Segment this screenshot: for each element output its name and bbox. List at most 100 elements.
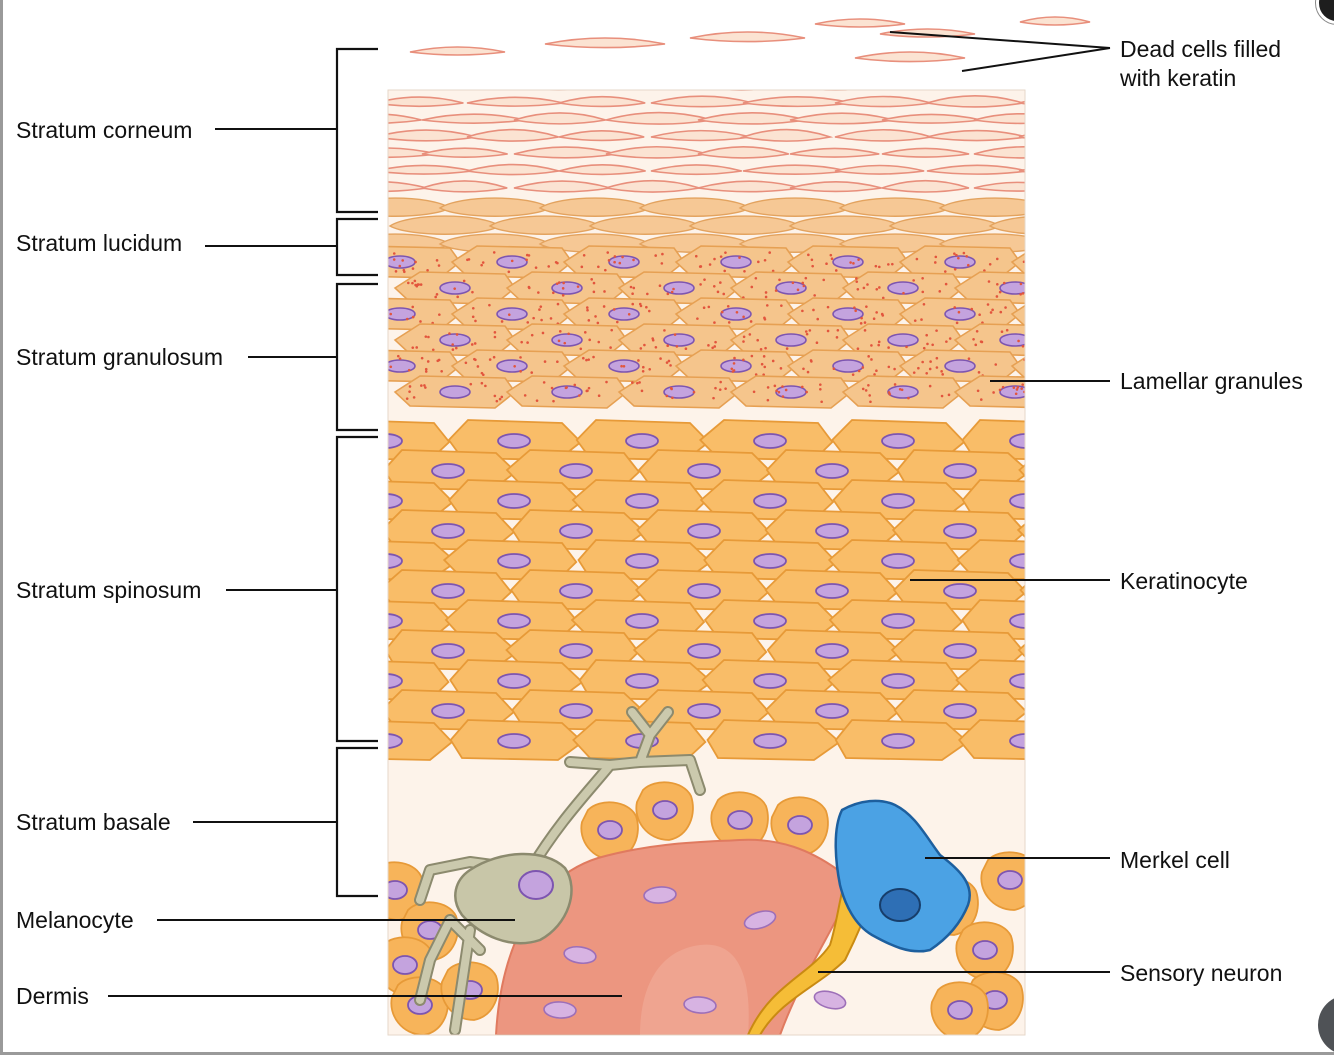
lamellar-granule (645, 306, 648, 309)
lamellar-granule (411, 282, 414, 285)
lamellar-granule (1082, 306, 1085, 309)
lamellar-granule (452, 348, 455, 351)
cell-nucleus (1112, 334, 1142, 346)
lamellar-granule (801, 282, 804, 285)
lamellar-granule (860, 317, 863, 320)
cell-nucleus (888, 334, 918, 346)
lamellar-granule (436, 359, 439, 362)
lamellar-granule (562, 287, 565, 290)
lamellar-granule (1144, 289, 1147, 292)
lamellar-granule (448, 332, 451, 335)
label-melanocyte: Melanocyte (16, 906, 134, 934)
lamellar-granule (1104, 266, 1107, 269)
lamellar-granule (693, 391, 696, 394)
lamellar-granule (888, 391, 891, 394)
lamellar-granule (661, 262, 664, 265)
lamellar-granule (1114, 391, 1117, 394)
lamellar-granule (588, 387, 591, 390)
dead-cell (375, 63, 474, 73)
lamellar-granule (765, 296, 768, 299)
lamellar-granule (753, 390, 756, 393)
lamellar-granule (816, 341, 819, 344)
lamellar-granule (888, 366, 891, 369)
lamellar-granule (782, 395, 785, 398)
lamellar-granule (1082, 252, 1085, 255)
lamellar-granule (955, 254, 958, 257)
granulosum-cell (1012, 298, 1132, 330)
lamellar-granule (812, 309, 815, 312)
lamellar-granule (696, 317, 699, 320)
lamellar-granule (1114, 318, 1117, 321)
lamellar-granule (676, 345, 679, 348)
lamellar-granule (764, 347, 767, 350)
lamellar-granule (358, 315, 361, 318)
cell-nucleus (664, 282, 694, 294)
lamellar-granule (414, 280, 417, 283)
lamellar-granule (992, 391, 995, 394)
lamellar-granule (526, 321, 529, 324)
lamellar-granule (663, 329, 666, 332)
cell-nucleus (721, 308, 751, 320)
lamellar-granule (590, 278, 593, 281)
cell-nucleus (1010, 554, 1042, 568)
lamellar-granule (1103, 271, 1106, 274)
cell-nucleus (1072, 644, 1104, 658)
lamellar-granule (642, 366, 645, 369)
lamellar-granule (494, 395, 497, 398)
lamellar-granule (1165, 344, 1168, 347)
stratum-corneum-layer (330, 45, 1172, 192)
cell-nucleus (882, 674, 914, 688)
cell-nucleus (432, 644, 464, 658)
lamellar-granule (860, 322, 863, 325)
granulosum-cell (1067, 324, 1187, 356)
cell-nucleus (1057, 308, 1087, 320)
lamellar-granule (672, 288, 675, 291)
lamellar-granule (557, 303, 560, 306)
lamellar-granule (877, 344, 880, 347)
lamellar-granule (606, 251, 609, 254)
lamellar-granule (398, 265, 401, 268)
lamellar-granule (720, 255, 723, 258)
lamellar-granule (1162, 343, 1165, 346)
cell-nucleus (370, 674, 402, 688)
lamellar-granule (778, 279, 781, 282)
lamellar-granule (827, 306, 830, 309)
lamellar-granule (578, 394, 581, 397)
cell-nucleus (945, 256, 975, 268)
merkel-nucleus (880, 889, 920, 921)
lamellar-granule (524, 394, 527, 397)
lamellar-granule (598, 394, 601, 397)
cell-nucleus (882, 434, 914, 448)
cell-nucleus (432, 524, 464, 538)
lamellar-granule (963, 252, 966, 255)
lamellar-granule (456, 333, 459, 336)
lamellar-granule (867, 384, 870, 387)
lamellar-granule (757, 261, 760, 264)
lamellar-granule (385, 316, 388, 319)
lamellar-granule (539, 305, 542, 308)
lamellar-granule (733, 357, 736, 360)
lamellar-granule (1032, 309, 1035, 312)
lamellar-granule (1053, 345, 1056, 348)
cell-nucleus (888, 386, 918, 398)
label-dead-cells-line2: with keratin (1120, 64, 1236, 92)
label-dermis: Dermis (16, 982, 89, 1010)
cell-nucleus (948, 1001, 972, 1019)
dead-cell (698, 79, 785, 90)
lamellar-granule (711, 346, 714, 349)
lamellar-granule (525, 259, 528, 262)
lamellar-granule (978, 313, 981, 316)
lamellar-granule (648, 368, 651, 371)
lamellar-granule (917, 367, 920, 370)
lamellar-granule (695, 255, 698, 258)
lamellar-granule (408, 369, 411, 372)
lamellar-granule (642, 370, 645, 373)
lamellar-granule (603, 290, 606, 293)
cell-nucleus (1138, 674, 1170, 688)
dead-cell (1066, 148, 1172, 157)
lamellar-granule (597, 341, 600, 344)
lamellar-granule (528, 254, 531, 257)
lamellar-granule (587, 358, 590, 361)
lamellar-granule (802, 367, 805, 370)
lamellar-granule (632, 287, 635, 290)
